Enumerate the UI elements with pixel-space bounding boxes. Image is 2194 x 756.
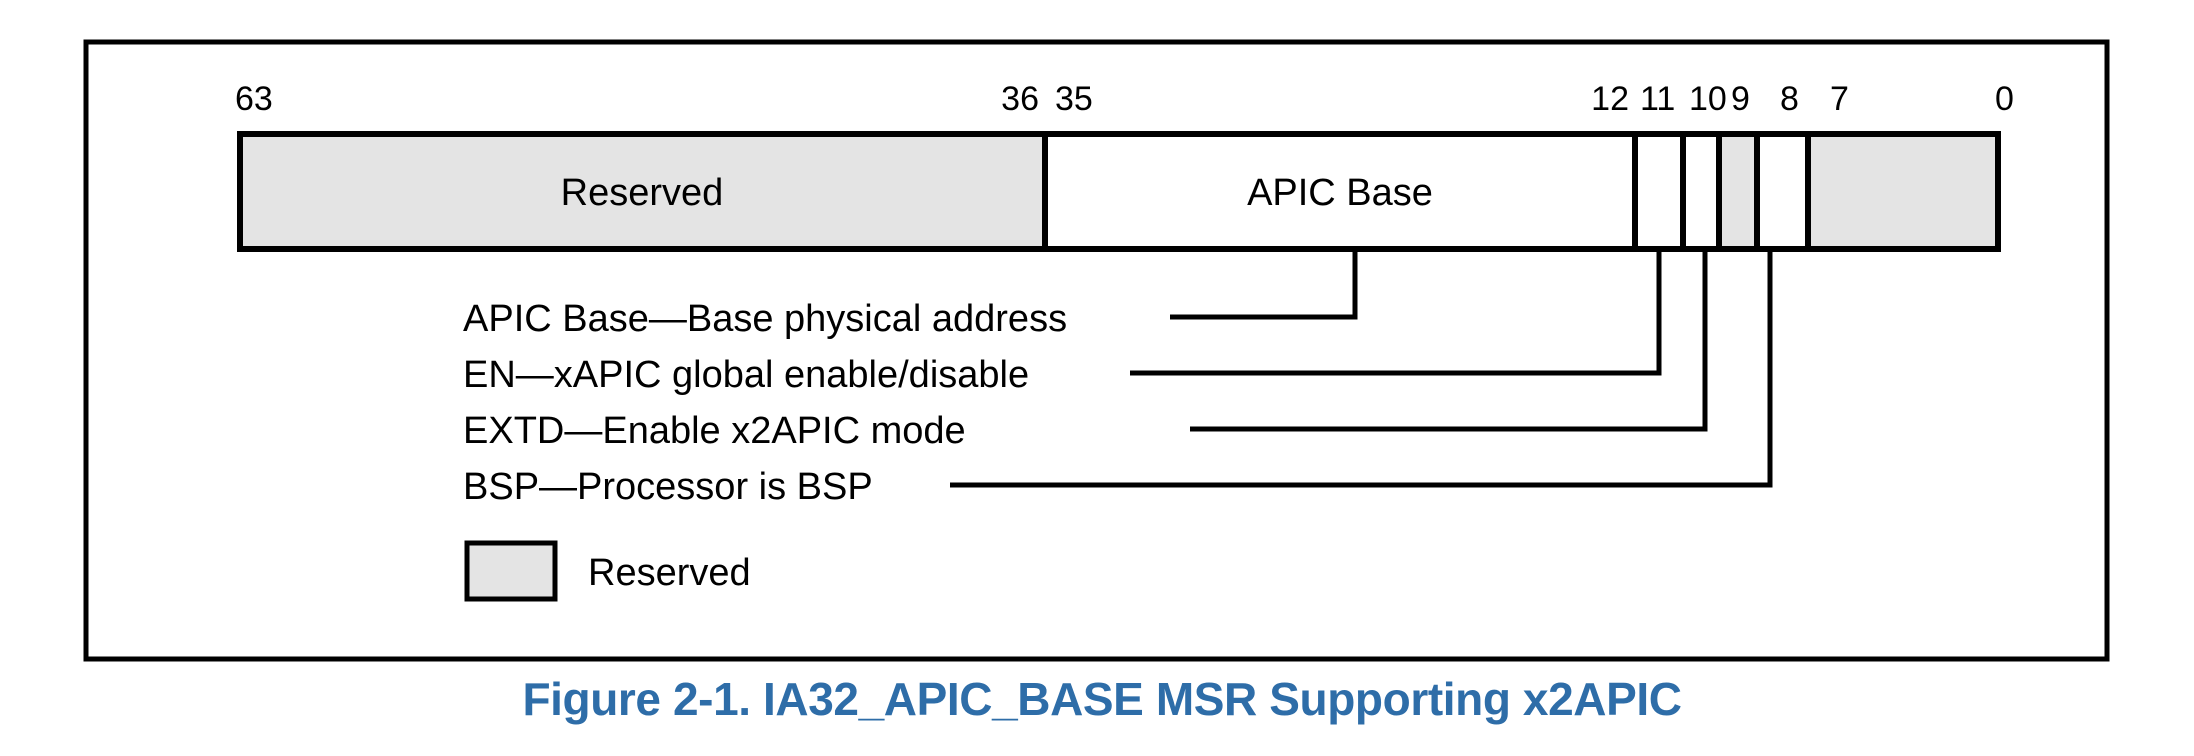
bit-label-10: 10: [1689, 80, 1727, 118]
field-cell-reserved-bit9: [1719, 134, 1757, 249]
callout-apic-base: APIC Base—Base physical address: [463, 298, 1067, 340]
field-cell-reserved-high: [240, 134, 1045, 249]
field-label-apic-base: APIC Base: [1247, 172, 1433, 214]
bit-label-35: 35: [1055, 80, 1093, 118]
bit-label-8: 8: [1780, 80, 1799, 118]
bit-label-12: 12: [1591, 80, 1629, 118]
bit-label-9: 9: [1731, 80, 1750, 118]
bit-label-11: 11: [1640, 80, 1675, 118]
register-bar: [237, 131, 2001, 252]
bit-label-36: 36: [1001, 80, 1039, 118]
figure-caption: Figure 2-1. IA32_APIC_BASE MSR Supportin…: [522, 673, 1681, 725]
field-label-reserved: Reserved: [561, 172, 724, 214]
leader-line-apic-base: [1170, 249, 1358, 320]
bit-label-7: 7: [1830, 80, 1849, 118]
callout-en: EN—xAPIC global enable/disable: [463, 354, 1029, 396]
bit-label-63: 63: [235, 80, 273, 118]
leader-line-en: [1130, 249, 1662, 376]
figure-frame: [83, 39, 2110, 662]
callout-extd: EXTD—Enable x2APIC mode: [463, 410, 966, 452]
bit-label-0: 0: [1995, 80, 2014, 118]
legend-swatch-reserved: [464, 540, 558, 602]
legend-label-reserved: Reserved: [588, 552, 751, 594]
callout-bsp: BSP—Processor is BSP: [463, 466, 873, 508]
field-cell-reserved-low: [1808, 134, 1998, 249]
leader-line-bsp: [950, 249, 1773, 488]
leader-line-extd: [1190, 249, 1708, 432]
